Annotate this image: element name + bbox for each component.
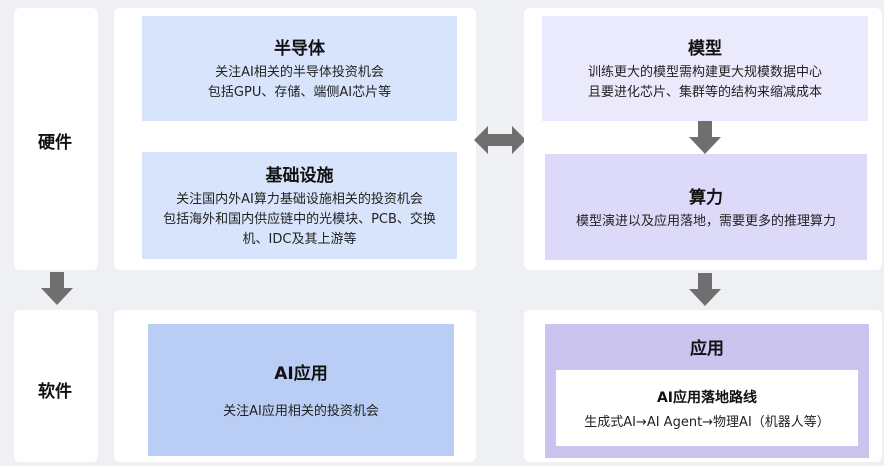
hardware-label: 硬件 <box>38 133 72 153</box>
compute-line-1: 模型演进以及应用落地，需要更多的推理算力 <box>575 213 836 229</box>
model-box: 模型 训练更大的模型需构建更大规模数据中心 且要进化芯片、集群等的结构来缩减成本 <box>542 16 868 121</box>
application-title: 应用 <box>690 339 724 359</box>
semiconductor-box: 半导体 关注AI相关的半导体投资机会 包括GPU、存储、端侧AI芯片等 <box>142 16 457 121</box>
software-label: 软件 <box>38 382 72 402</box>
application-route-box: AI应用落地路线 生成式AI→AI Agent→物理AI（机器人等） <box>556 370 858 446</box>
infrastructure-box: 基础设施 关注国内外AI算力基础设施相关的投资机会 包括海外和国内供应链中的光模… <box>142 152 457 259</box>
arrow-down-icon <box>41 272 73 305</box>
model-line-1: 训练更大的模型需构建更大规模数据中心 <box>587 65 822 80</box>
infrastructure-line-3: 机、IDC及其上游等 <box>242 232 357 247</box>
ai-app-title: AI应用 <box>274 363 328 384</box>
semiconductor-line-1: 关注AI相关的半导体投资机会 <box>215 65 384 80</box>
arrow-down-icon <box>689 121 721 154</box>
compute-title: 算力 <box>689 187 723 208</box>
compute-box: 算力 模型演进以及应用落地，需要更多的推理算力 <box>545 154 867 260</box>
application-route-title: AI应用落地路线 <box>656 389 758 406</box>
software-panel <box>14 310 98 462</box>
model-line-2: 且要进化芯片、集群等的结构来缩减成本 <box>587 85 822 100</box>
hardware-panel <box>14 8 98 270</box>
model-title: 模型 <box>688 39 722 59</box>
application-route-text: 生成式AI→AI Agent→物理AI（机器人等） <box>584 414 830 430</box>
ai-app-box: AI应用 关注AI应用相关的投资机会 <box>148 324 454 456</box>
semiconductor-line-2: 包括GPU、存储、端侧AI芯片等 <box>207 85 392 100</box>
infrastructure-title: 基础设施 <box>265 166 334 186</box>
ai-app-line-1: 关注AI应用相关的投资机会 <box>223 403 379 419</box>
double-arrow-icon <box>474 126 526 154</box>
infrastructure-line-2: 包括海外和国内供应链中的光模块、PCB、交换 <box>163 212 436 227</box>
arrow-down-icon <box>689 273 721 306</box>
infrastructure-line-1: 关注国内外AI算力基础设施相关的投资机会 <box>176 192 423 207</box>
semiconductor-title: 半导体 <box>274 39 325 59</box>
